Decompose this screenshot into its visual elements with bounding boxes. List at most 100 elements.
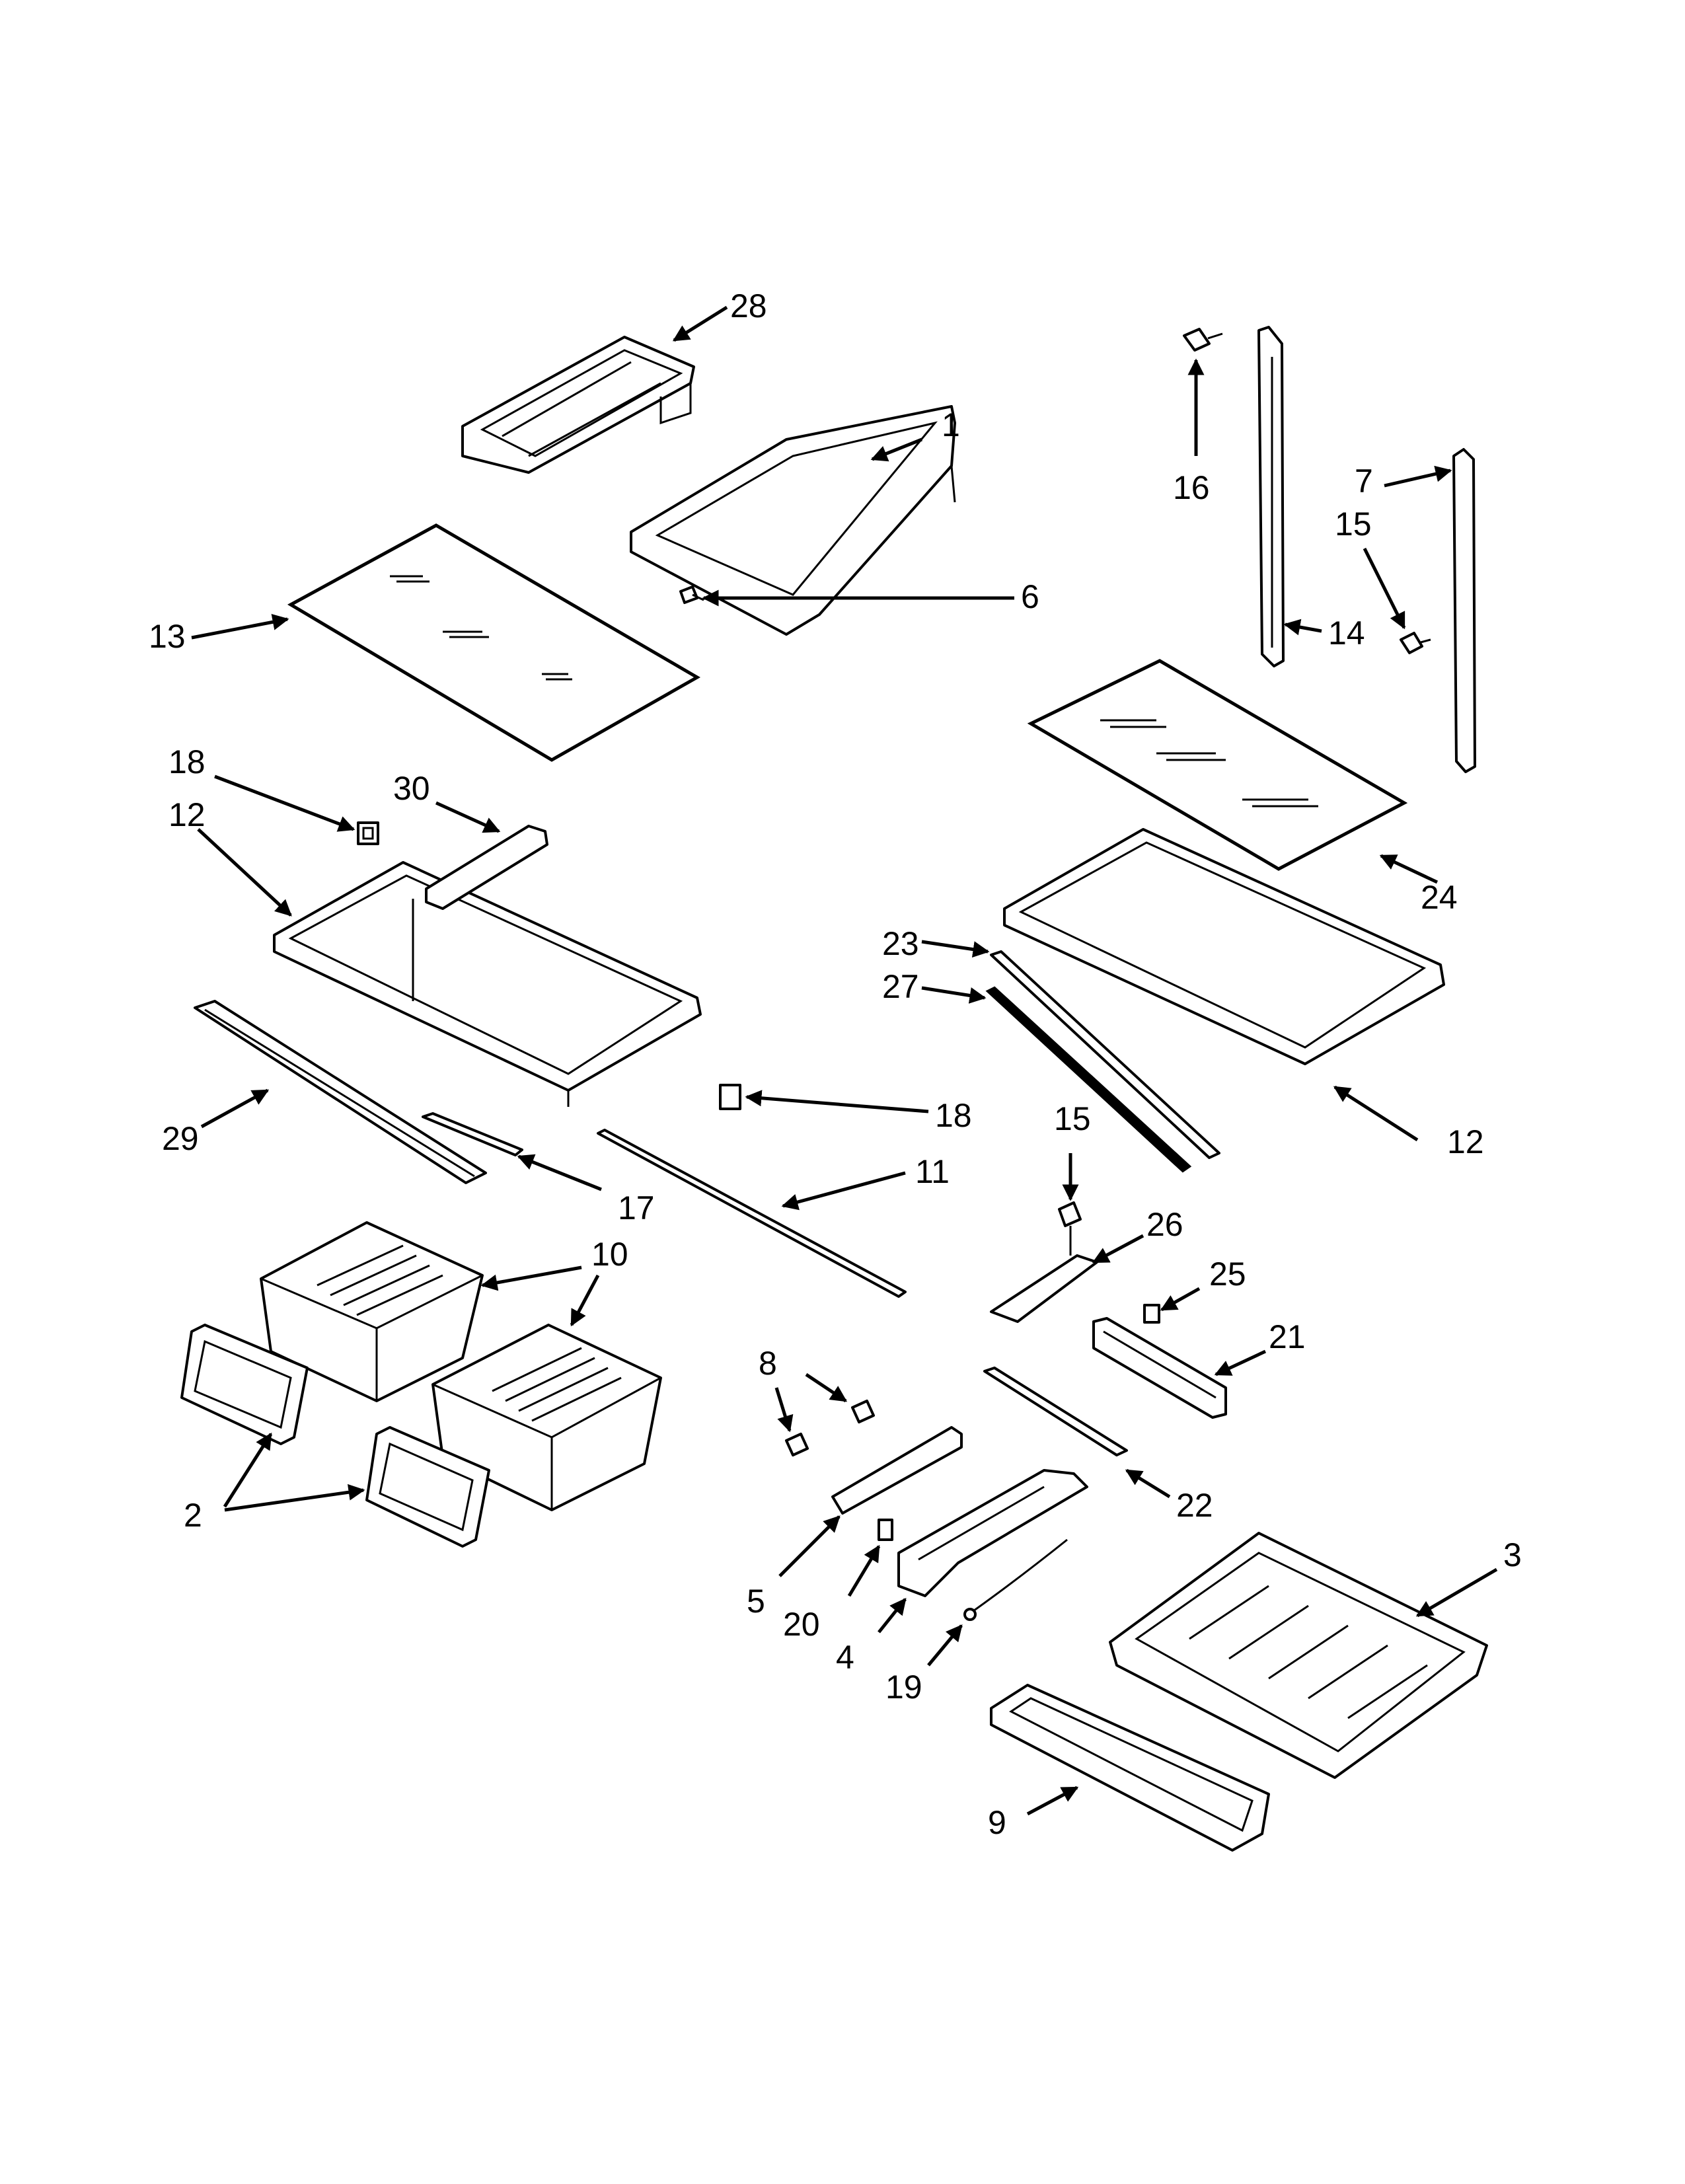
callout-12-right: 12 — [1447, 1123, 1484, 1160]
callout-16: 16 — [1173, 469, 1210, 506]
callout-18-lower: 18 — [935, 1097, 972, 1134]
part-3-basket — [1109, 1532, 1488, 1779]
part-1-shelf-frame — [630, 405, 956, 636]
callout-18-upper: 18 — [168, 743, 206, 780]
leader-30 — [435, 801, 501, 833]
leader-20 — [847, 1544, 881, 1597]
leader-lines — [191, 305, 1498, 1816]
part-9-basket-front — [990, 1684, 1270, 1852]
part-18-clip-lower — [719, 1084, 741, 1110]
part-2-drawer-front-left — [180, 1324, 309, 1445]
leader-18a — [214, 774, 356, 832]
callout-labels: 28 1 6 13 16 7 15 14 24 18 30 12 23 27 2… — [149, 287, 1522, 1841]
part-15-screw-upper — [1400, 632, 1431, 654]
part-8-screws — [785, 1400, 875, 1456]
part-29-trim — [194, 1000, 487, 1184]
callout-6: 6 — [1021, 578, 1039, 615]
leader-12a — [197, 828, 292, 917]
leader-28 — [672, 305, 728, 342]
part-16-screw — [1183, 328, 1223, 352]
callout-14: 14 — [1328, 615, 1365, 652]
leader-19 — [927, 1624, 963, 1667]
callout-4: 4 — [836, 1639, 854, 1676]
leader-27 — [921, 986, 987, 1004]
leader-15a — [1363, 547, 1406, 630]
leader-1 — [870, 437, 922, 462]
part-28-caddy — [461, 336, 695, 474]
callout-5: 5 — [747, 1583, 765, 1620]
callout-9: 9 — [988, 1804, 1006, 1841]
leader-13 — [191, 613, 289, 640]
callout-7: 7 — [1355, 463, 1373, 500]
leader-11 — [781, 1171, 906, 1211]
part-12-frame-right — [1003, 828, 1445, 1065]
callout-10: 10 — [591, 1236, 628, 1273]
callout-22: 22 — [1176, 1487, 1213, 1524]
callout-23: 23 — [882, 925, 919, 962]
callout-21: 21 — [1269, 1318, 1306, 1355]
part-5-rail — [831, 1426, 963, 1515]
callout-2: 2 — [184, 1497, 202, 1534]
leader-10b — [570, 1274, 600, 1327]
callout-24: 24 — [1421, 879, 1458, 916]
part-22-rail — [983, 1367, 1128, 1456]
callout-11: 11 — [915, 1153, 950, 1190]
leader-21 — [1214, 1349, 1267, 1376]
leader-5 — [778, 1515, 841, 1577]
leader-8b — [774, 1387, 794, 1433]
leader-3 — [1415, 1567, 1498, 1618]
leader-29 — [200, 1088, 270, 1129]
leader-12b — [1333, 1085, 1419, 1142]
part-6-screw — [679, 585, 704, 604]
callout-19: 19 — [885, 1669, 922, 1706]
callout-25: 25 — [1209, 1256, 1246, 1293]
callout-13: 13 — [149, 618, 186, 655]
callout-28: 28 — [730, 287, 767, 324]
callout-17: 17 — [618, 1189, 655, 1226]
leader-10a — [480, 1265, 582, 1291]
leader-7 — [1384, 465, 1452, 488]
leader-26 — [1092, 1234, 1144, 1264]
callout-1: 1 — [942, 406, 960, 443]
leader-22 — [1125, 1468, 1171, 1499]
callout-27: 27 — [882, 968, 919, 1005]
leader-2a — [223, 1432, 273, 1508]
part-4-bracket — [897, 1469, 1088, 1597]
part-14-rail — [1257, 326, 1285, 667]
part-26-bracket — [990, 1254, 1098, 1323]
callout-15-lower: 15 — [1054, 1100, 1091, 1137]
callout-12-left: 12 — [168, 796, 206, 833]
callout-8: 8 — [759, 1345, 777, 1382]
callout-15-upper: 15 — [1335, 506, 1372, 543]
part-18-clip-upper — [357, 821, 379, 845]
callout-30: 30 — [393, 770, 430, 807]
leader-14 — [1283, 619, 1322, 636]
callout-20: 20 — [783, 1606, 820, 1643]
part-2-drawer-front-right — [365, 1426, 490, 1548]
part-12-frame-left — [273, 861, 702, 1107]
leader-4 — [878, 1598, 907, 1634]
part-25-clip — [1143, 1304, 1160, 1324]
callout-3: 3 — [1503, 1536, 1522, 1573]
part-20-clip — [878, 1519, 893, 1541]
leader-24 — [1379, 854, 1439, 884]
part-10-crisper-right — [431, 1324, 662, 1511]
part-15-screw-lower — [1058, 1201, 1082, 1256]
part-21-track — [1092, 1317, 1227, 1419]
part-11-rod — [597, 1129, 907, 1298]
leader-18b — [745, 1090, 929, 1113]
part-30-rail — [412, 825, 548, 1001]
part-19-wire — [963, 1538, 1068, 1621]
part-7-bracket — [1452, 448, 1476, 773]
leader-25 — [1160, 1287, 1201, 1312]
leader-23 — [921, 940, 990, 958]
leader-8a — [805, 1373, 848, 1403]
part-24-glass-shelf — [1027, 659, 1408, 871]
leader-9 — [1026, 1786, 1079, 1816]
callout-29: 29 — [162, 1120, 199, 1157]
part-17-slide — [422, 1112, 523, 1156]
leader-2b — [224, 1484, 365, 1512]
leader-17 — [517, 1154, 602, 1191]
